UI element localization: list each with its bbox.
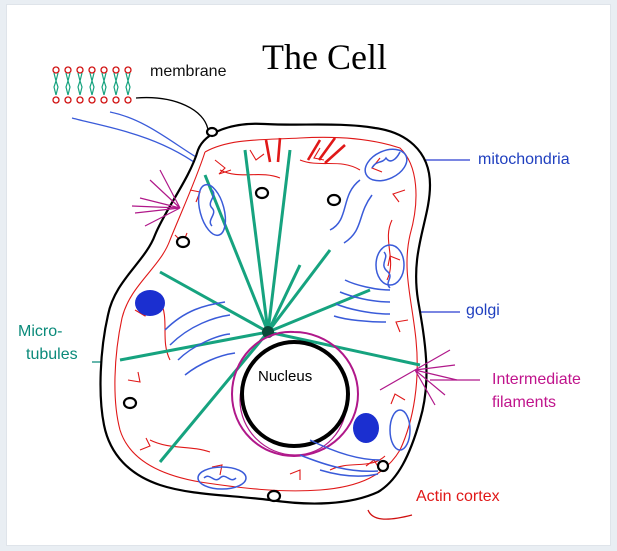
actin-leader-line <box>368 510 412 519</box>
diagram-title: The Cell <box>262 36 387 78</box>
label-mitochondria: mitochondria <box>478 150 570 170</box>
label-intermediate-line1: Intermediate <box>492 370 581 390</box>
membrane-bilayer-icon <box>53 67 131 103</box>
label-actin-cortex: Actin cortex <box>416 487 500 507</box>
label-microtubules-line2: tubules <box>26 345 78 365</box>
label-golgi: golgi <box>466 301 500 321</box>
label-intermediate-line2: filaments <box>492 393 556 413</box>
extra-blue-strands <box>72 112 210 170</box>
label-nucleus: Nucleus <box>258 367 312 387</box>
label-membrane: membrane <box>150 62 226 82</box>
label-microtubules-line1: Micro- <box>18 322 62 342</box>
